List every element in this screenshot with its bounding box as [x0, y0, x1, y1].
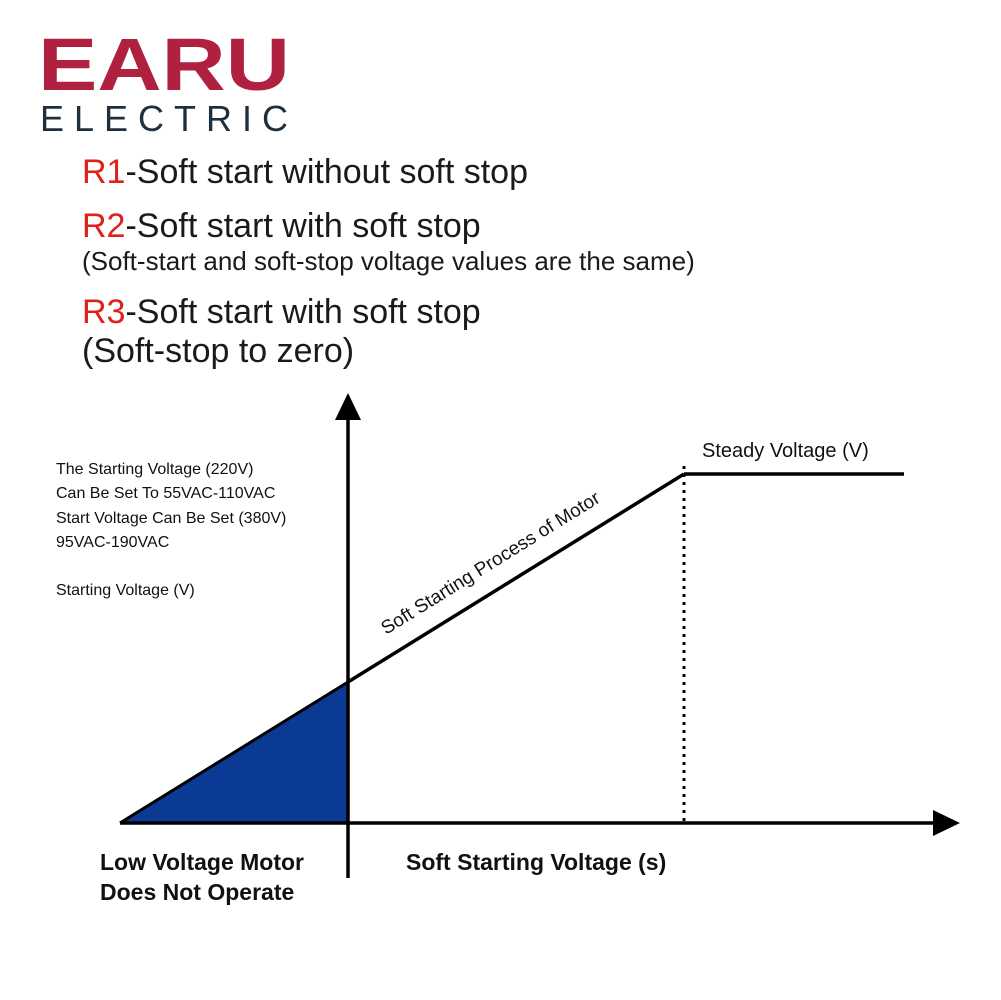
- logo-brand: EARU: [38, 28, 290, 106]
- starting-voltage-note-3: Start Voltage Can Be Set (380V): [56, 510, 286, 527]
- low-voltage-ramp-line: [119, 680, 349, 825]
- y-axis-arrow: [335, 393, 361, 420]
- mode-r2-title: R2-Soft start with soft stop: [82, 206, 695, 246]
- mode-r2: R2-Soft start with soft stop (Soft-start…: [82, 206, 695, 276]
- mode-r2-code: R2: [82, 207, 126, 245]
- earu-electric-logo: EARU ELECTRIC: [38, 28, 290, 138]
- low-voltage-label-line-1: Low Voltage Motor: [100, 849, 304, 875]
- mode-r1-text: -Soft start without soft stop: [125, 153, 528, 191]
- ramp-label: Soft Starting Process of Motor: [378, 487, 605, 639]
- mode-r3-code: R3: [82, 293, 126, 331]
- starting-voltage-note-1: The Starting Voltage (220V): [56, 461, 253, 478]
- mode-r3-note: (Soft-stop to zero): [82, 332, 355, 370]
- mode-r2-note: (Soft-start and soft-stop voltage values…: [82, 246, 695, 276]
- soft-start-ramp: [347, 472, 685, 684]
- mode-r1-code: R1: [82, 153, 126, 191]
- logo-subtitle: ELECTRIC: [40, 98, 288, 138]
- starting-voltage-label: Starting Voltage (V): [56, 582, 195, 599]
- mode-r3-title: R3-Soft start with soft stop: [82, 292, 481, 332]
- steady-voltage-label: Steady Voltage (V): [702, 440, 869, 462]
- x-axis-arrow: [933, 810, 960, 836]
- mode-r1-title: R1-Soft start without soft stop: [82, 152, 528, 192]
- mode-r3-text: -Soft start with soft stop: [125, 293, 481, 331]
- mode-r1: R1-Soft start without soft stop: [82, 152, 528, 192]
- mode-r3: R3-Soft start with soft stop (Soft-stop …: [82, 292, 481, 370]
- starting-voltage-note-4: 95VAC-190VAC: [56, 534, 169, 551]
- starting-voltage-note-2: Can Be Set To 55VAC-110VAC: [56, 485, 275, 502]
- low-voltage-label-line-2: Does Not Operate: [100, 879, 294, 905]
- mode-r2-text: -Soft start with soft stop: [125, 207, 481, 245]
- x-axis-label: Soft Starting Voltage (s): [406, 849, 666, 875]
